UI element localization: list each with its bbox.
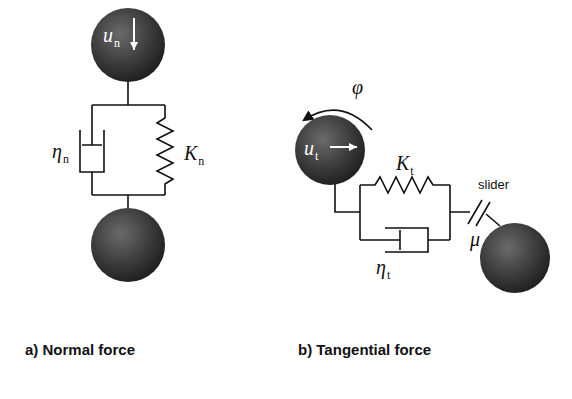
dashpot-symbol	[80, 105, 104, 195]
arrowhead	[349, 143, 357, 151]
panel-caption: b) Tangential force	[298, 342, 431, 359]
sphere	[91, 208, 165, 282]
sphere-body	[91, 8, 165, 82]
slider-symbol	[468, 200, 490, 226]
spring-symbol	[157, 105, 173, 195]
connector-bars	[92, 82, 165, 208]
dashpot-symbol	[360, 228, 450, 252]
part-label: slider	[478, 178, 509, 192]
displacement-symbol: ut	[304, 137, 318, 159]
symbol-label: ηn	[52, 140, 69, 162]
sphere: ut	[295, 115, 365, 185]
symbol-label: ηt	[376, 256, 390, 278]
spring-symbol	[360, 177, 450, 193]
sphere-shape	[91, 8, 165, 82]
symbol-label: φ	[352, 76, 363, 98]
displacement-symbol: un	[103, 24, 120, 46]
sphere-body	[295, 115, 365, 185]
panel-caption: a) Normal force	[25, 342, 135, 359]
symbol-label: μ	[470, 228, 480, 250]
normal-linkage	[80, 82, 173, 208]
sphere	[480, 223, 550, 293]
connector-bars	[335, 184, 470, 240]
connector-bars	[486, 214, 500, 226]
symbol-label: Kt	[396, 152, 414, 174]
symbol-label: Kn	[184, 142, 204, 164]
arrowhead	[130, 42, 138, 50]
sphere: un	[91, 8, 165, 82]
